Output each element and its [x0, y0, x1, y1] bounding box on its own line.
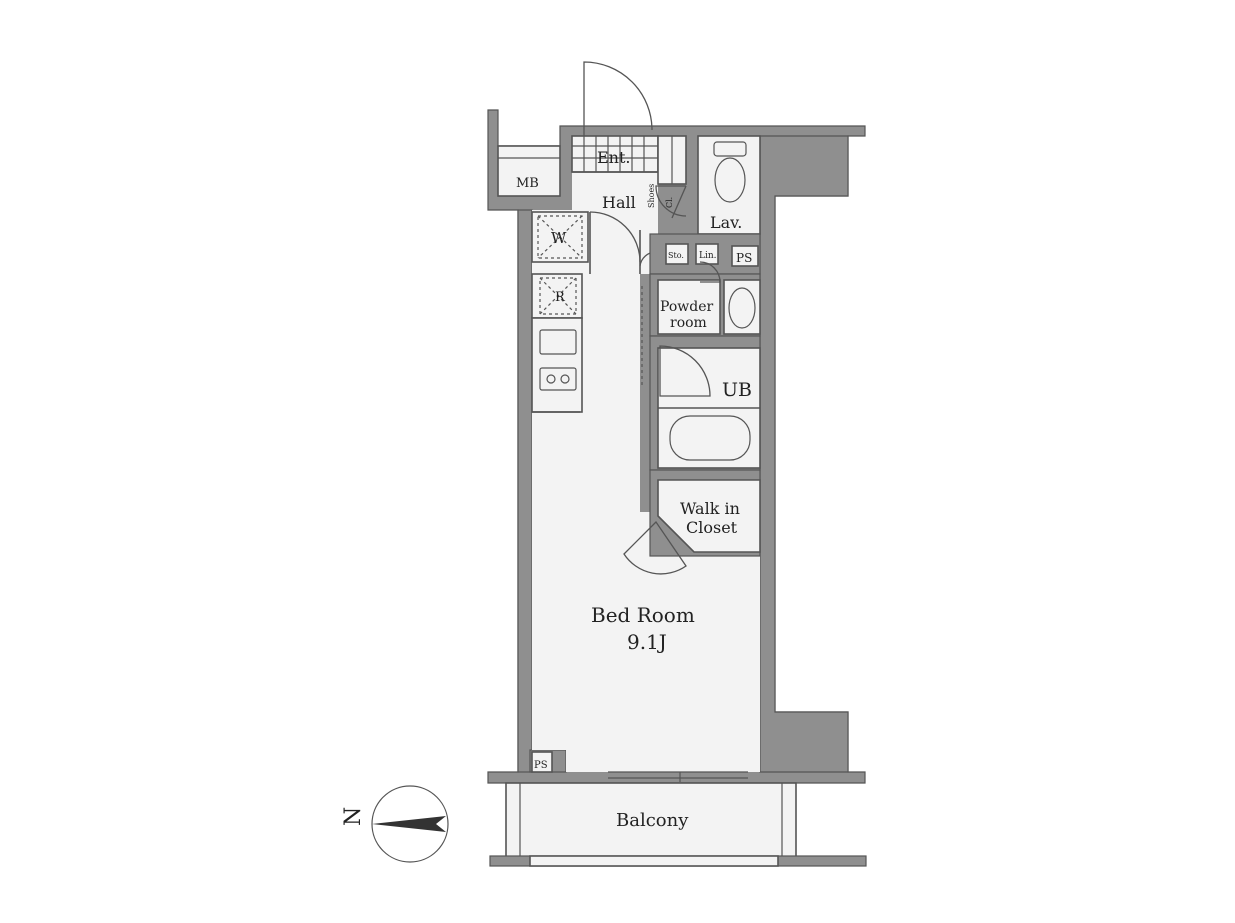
compass-north-label: N — [341, 807, 366, 826]
mail-box-label: MB — [516, 176, 539, 191]
refrigerator-label: R — [555, 290, 566, 305]
walk-in-closet — [623, 469, 761, 575]
north-compass: N — [341, 785, 449, 863]
unit-bath — [649, 335, 761, 471]
refrigerator-space — [531, 273, 583, 319]
bedroom-area — [532, 274, 760, 772]
bedroom-name-label: Bed Room — [591, 603, 695, 627]
powder-room — [649, 261, 761, 337]
pipe-space-lower-label: PS — [534, 760, 548, 771]
pipe-space-upper-label: PS — [736, 251, 752, 265]
powder-room-label: Powder — [660, 299, 714, 315]
walk-in-closet-label: Walk in — [680, 499, 740, 518]
lavatory — [697, 135, 761, 235]
linen-label: Lin. — [699, 251, 717, 261]
room-labels: Ent. Hall Shoes Cl. Lav. MB W R Sto. Lin… — [516, 148, 752, 831]
hall-label: Hall — [602, 193, 636, 212]
balcony — [489, 771, 867, 867]
unit-bath-label: UB — [722, 379, 752, 401]
shoes-closet-label: Shoes — [647, 184, 656, 208]
entrance-tiles — [572, 136, 658, 172]
washer-label: W — [551, 229, 567, 247]
storage-row — [649, 233, 761, 275]
balcony-label: Balcony — [616, 810, 689, 831]
entrance-label: Ent. — [597, 148, 631, 167]
walk-in-closet-label-2: Closet — [686, 518, 738, 537]
lavatory-label: Lav. — [710, 213, 742, 232]
hall-door-icon[interactable] — [589, 211, 641, 263]
closet-door-icon[interactable] — [623, 520, 687, 575]
entrance-door-icon[interactable] — [583, 61, 653, 136]
bedroom-size-label: 9.1J — [627, 630, 667, 654]
kitchen-counter — [531, 317, 583, 413]
pipe-space-lower — [531, 751, 553, 773]
shoes-closet-label-2: Cl. — [665, 197, 674, 208]
powder-room-label-2: room — [670, 315, 707, 331]
bath-door-icon[interactable] — [659, 345, 711, 397]
washer-space — [531, 211, 589, 263]
mail-box — [497, 145, 561, 197]
storage-label: Sto. — [668, 251, 684, 260]
